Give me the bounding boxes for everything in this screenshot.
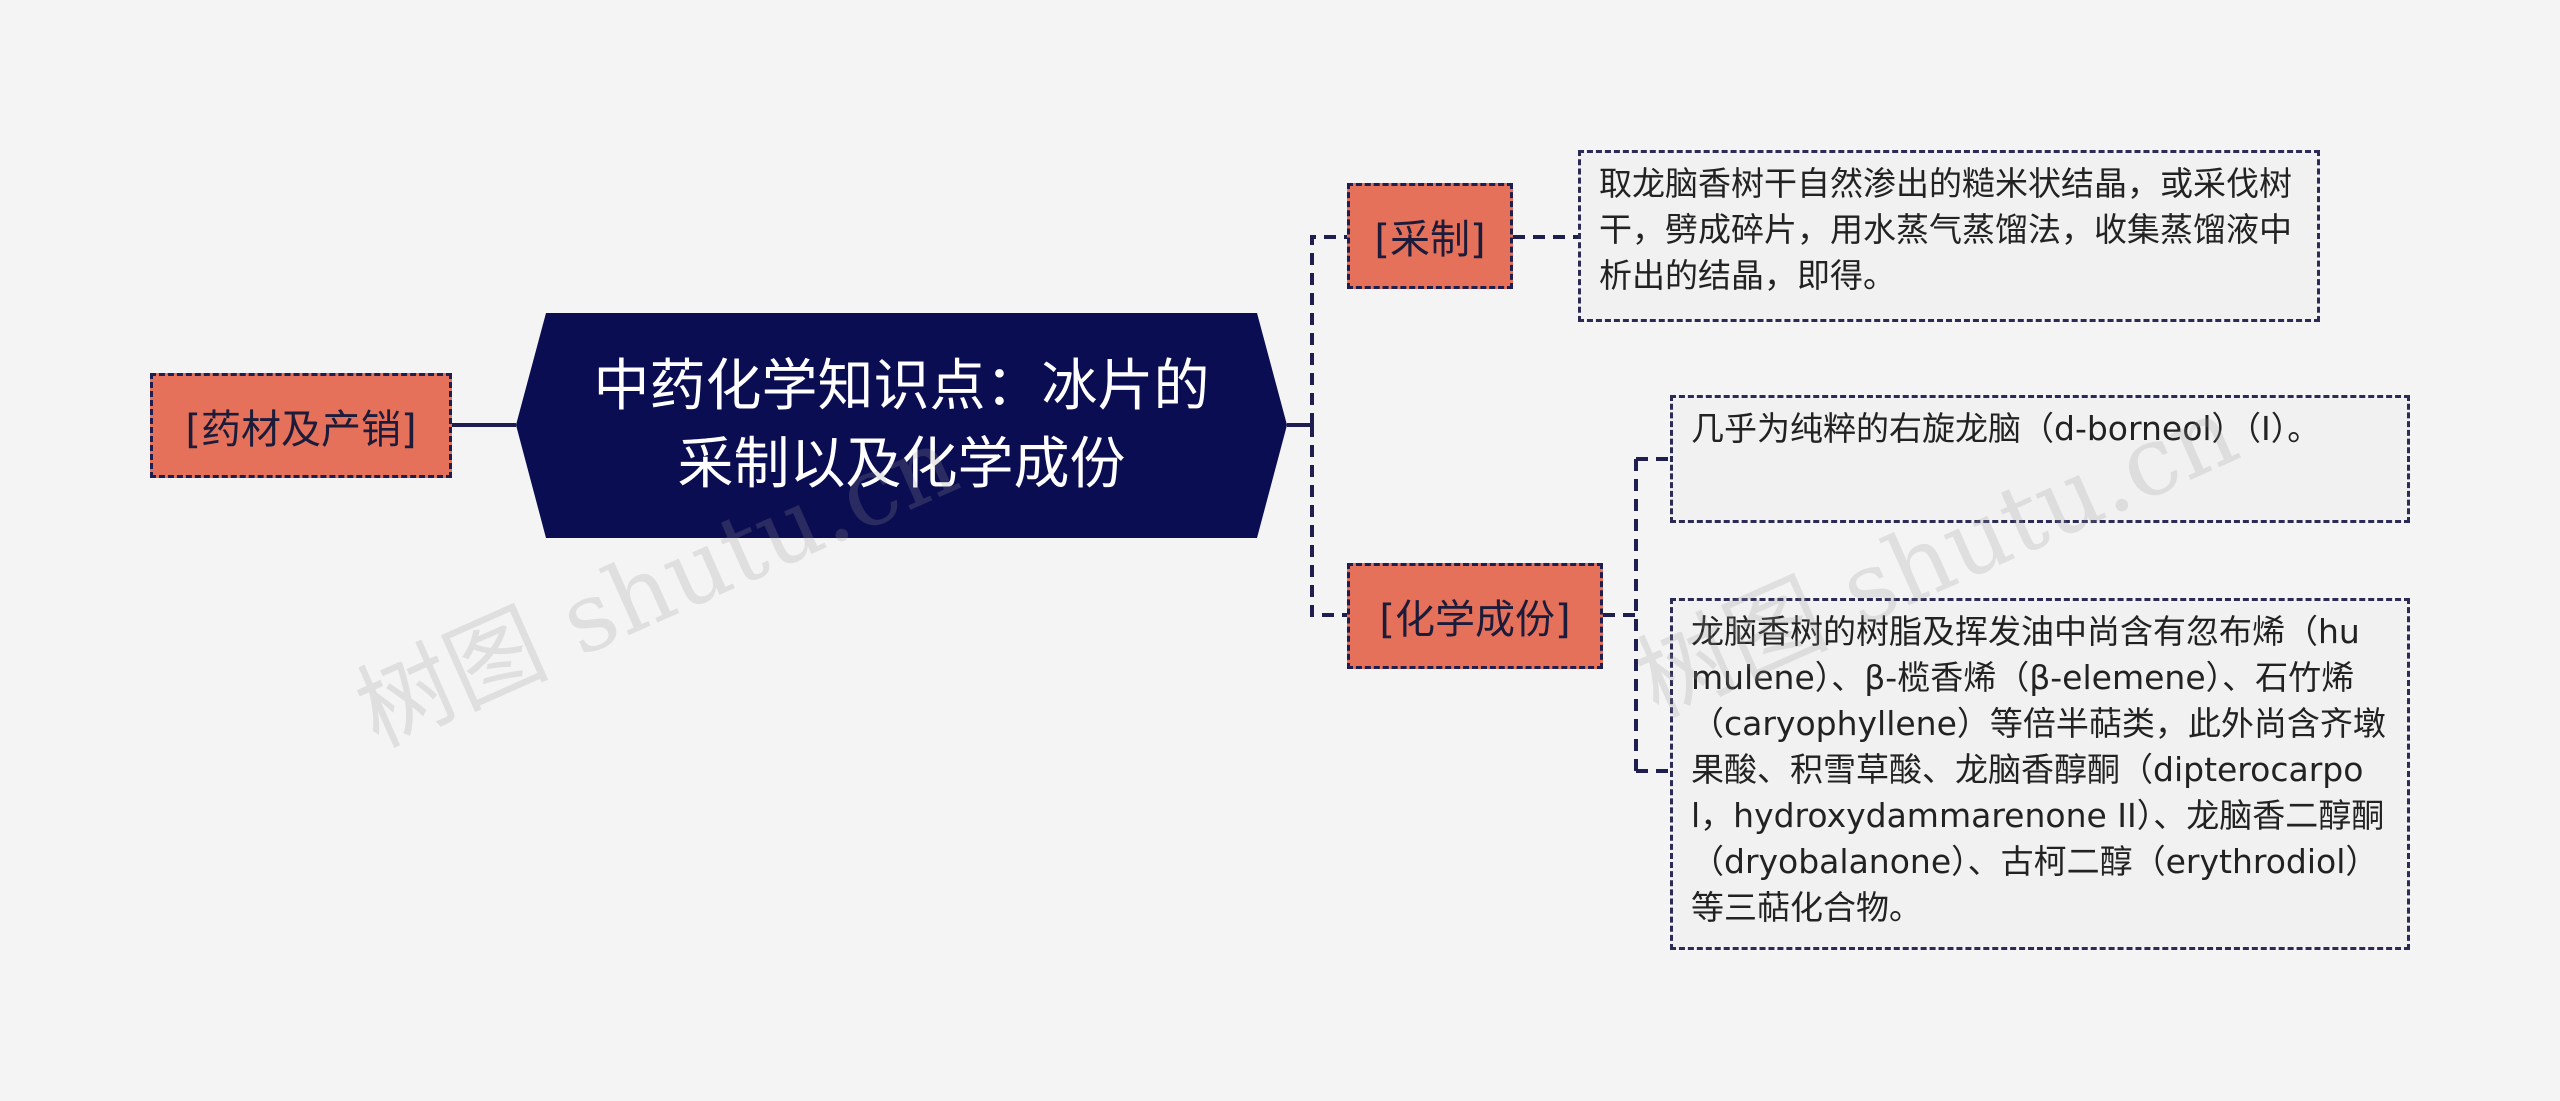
- link-huaxue-leaves: [1603, 457, 1670, 773]
- branch-huaxue-label: [化学成份]: [1379, 597, 1571, 643]
- leaf-huaxue-terpenes-text: 龙脑香树的树脂及挥发油中尚含有忽布烯（humulene）、β-榄香烯（β-ele…: [1691, 612, 2386, 927]
- leaf-caizhi-method-text: 取龙脑香树干自然渗出的糙米状结晶，或采伐树干，劈成碎片，用水蒸气蒸馏法，收集蒸馏…: [1599, 164, 2292, 295]
- link-trunk-huaxue: [1310, 425, 1347, 617]
- root-title: 中药化学知识点：冰片的采制以及化学成份: [593, 353, 1210, 497]
- root-node[interactable]: 中药化学知识点：冰片的采制以及化学成份: [516, 313, 1287, 538]
- branch-caizhi[interactable]: [采制]: [1347, 183, 1513, 289]
- branch-huaxue[interactable]: [化学成份]: [1347, 563, 1603, 669]
- link-trunk-caizhi: [1310, 235, 1347, 425]
- leaf-huaxue-borneol[interactable]: 几乎为纯粹的右旋龙脑（d-borneol）（I）。: [1670, 395, 2410, 523]
- leaf-caizhi-method[interactable]: 取龙脑香树干自然渗出的糙米状结晶，或采伐树干，劈成碎片，用水蒸气蒸馏法，收集蒸馏…: [1578, 150, 2320, 322]
- branch-yaocai[interactable]: [药材及产销]: [150, 373, 452, 478]
- root-hexagon-shape: [516, 313, 1287, 538]
- branch-caizhi-label: [采制]: [1374, 217, 1486, 263]
- leaf-huaxue-terpenes[interactable]: 龙脑香树的树脂及挥发油中尚含有忽布烯（humulene）、β-榄香烯（β-ele…: [1670, 598, 2410, 950]
- leaf-huaxue-borneol-text: 几乎为纯粹的右旋龙脑（d-borneol）（I）。: [1691, 409, 2321, 448]
- branch-yaocai-label: [药材及产销]: [185, 406, 417, 453]
